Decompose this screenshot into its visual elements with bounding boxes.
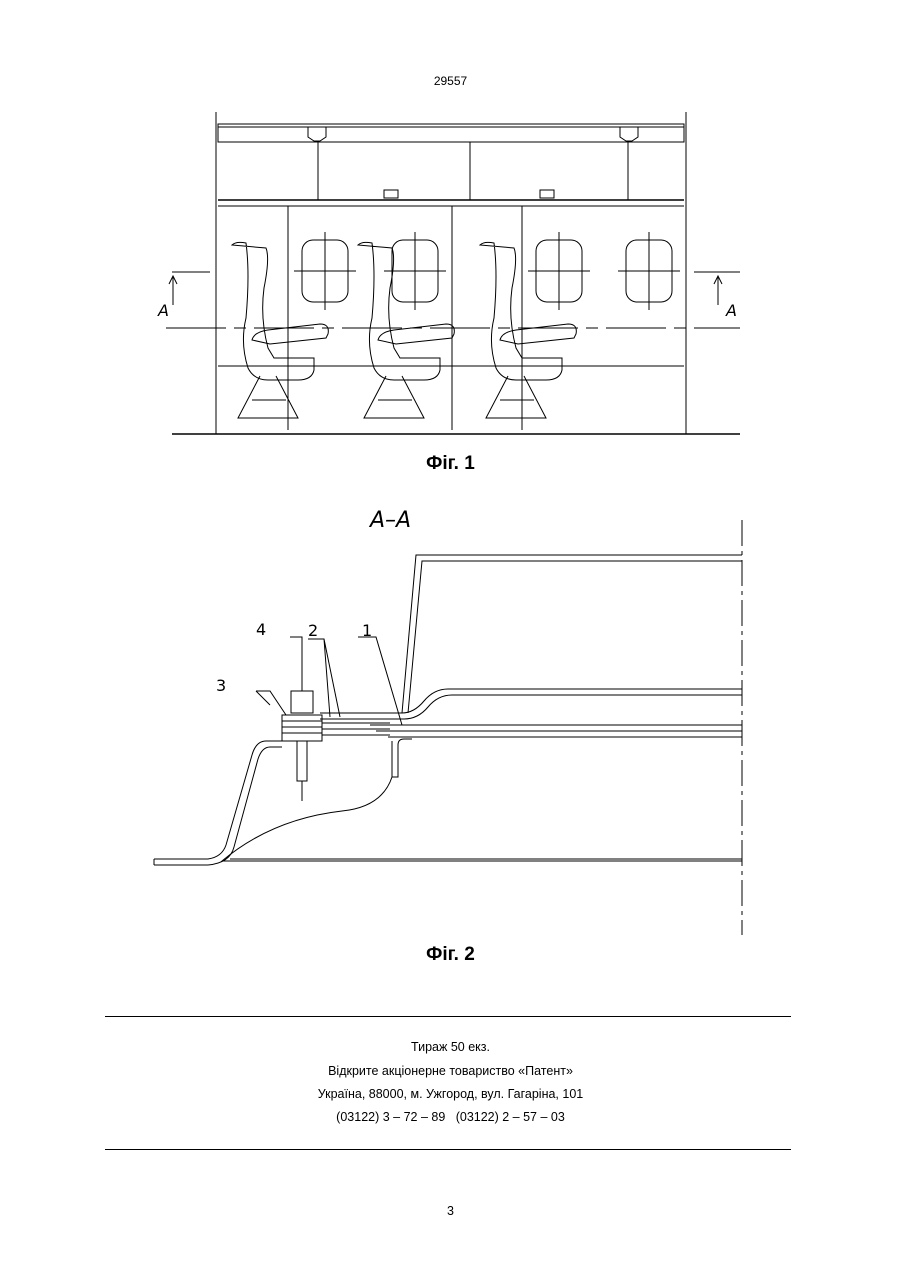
fastener-block xyxy=(282,715,322,741)
seat xyxy=(480,242,576,418)
seat xyxy=(232,242,328,418)
section-title: A–A xyxy=(368,508,411,533)
bolt-shank xyxy=(297,741,307,781)
bolt-head xyxy=(291,691,313,713)
figure-2-caption: Фіг. 2 xyxy=(0,944,901,966)
footer-address: Україна, 88000, м. Ужгород, вул. Гагарін… xyxy=(0,1087,901,1101)
figure-1-drawing: A A xyxy=(140,100,760,445)
window xyxy=(528,232,590,310)
footer-circulation: Тираж 50 екз. xyxy=(0,1040,901,1054)
footer-top-rule xyxy=(105,1016,791,1017)
section-mark-right: A xyxy=(725,301,737,320)
figure-2-drawing: A–A 4 2 1 3 xyxy=(140,495,760,945)
figure-1-caption: Фіг. 1 xyxy=(0,453,901,475)
footer-publisher: Відкрите акціонерне товариство «Патент» xyxy=(0,1064,901,1078)
footer-phones: (03122) 3 – 72 – 89 (03122) 2 – 57 – 03 xyxy=(0,1110,901,1124)
callout-2: 2 xyxy=(308,621,318,640)
window xyxy=(294,232,356,310)
window xyxy=(384,232,446,310)
patent-number: 29557 xyxy=(0,74,901,88)
callout-1: 1 xyxy=(362,621,372,640)
callout-3: 3 xyxy=(216,676,226,695)
window xyxy=(618,232,680,310)
callout-4: 4 xyxy=(256,620,266,639)
footer-bottom-rule xyxy=(105,1149,791,1150)
section-mark-left: A xyxy=(157,301,169,320)
page-number: 3 xyxy=(0,1204,901,1218)
seat xyxy=(358,242,454,418)
